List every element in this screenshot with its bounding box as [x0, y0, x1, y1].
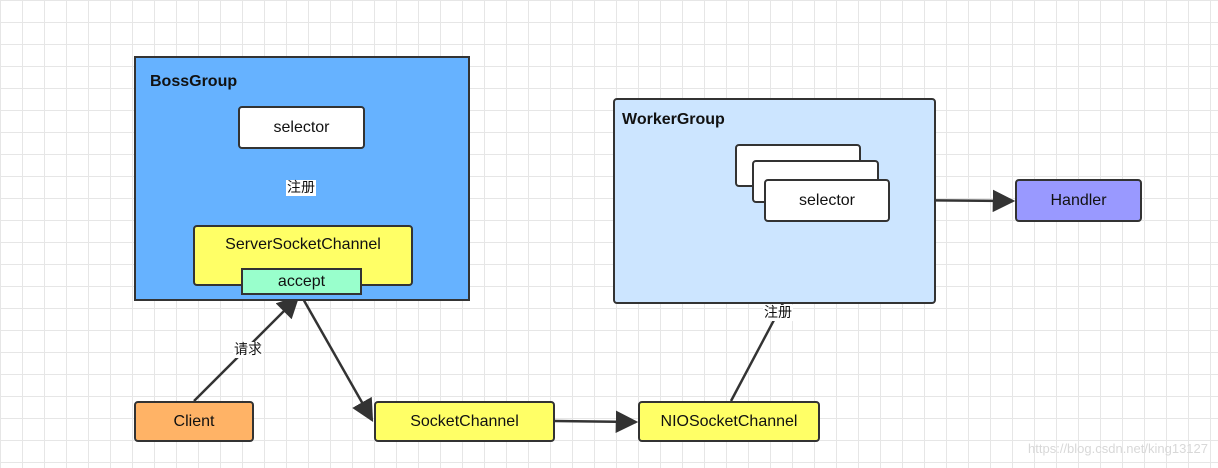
accept-port: accept [241, 268, 362, 295]
edge-label-register-worker: 注册 [763, 305, 793, 321]
client-node: Client [134, 401, 254, 442]
server-socket-channel-label: ServerSocketChannel [225, 236, 381, 253]
edge-accept-to-socketchannel [300, 296, 374, 422]
worker-selector: selector [764, 179, 890, 222]
handler-node: Handler [1015, 179, 1142, 222]
boss-selector: selector [238, 106, 365, 149]
edge-label-request: 请求 [233, 342, 263, 358]
nio-socket-channel-node: NIOSocketChannel [638, 401, 820, 442]
edge-label-register-boss: 注册 [286, 180, 316, 196]
socket-channel-node: SocketChannel [374, 401, 555, 442]
worker-group-title: WorkerGroup [622, 111, 725, 128]
boss-group-title: BossGroup [150, 73, 238, 90]
watermark-text: https://blog.csdn.net/king13127 [1028, 441, 1208, 456]
edge-socketchannel-to-nio [554, 410, 639, 433]
